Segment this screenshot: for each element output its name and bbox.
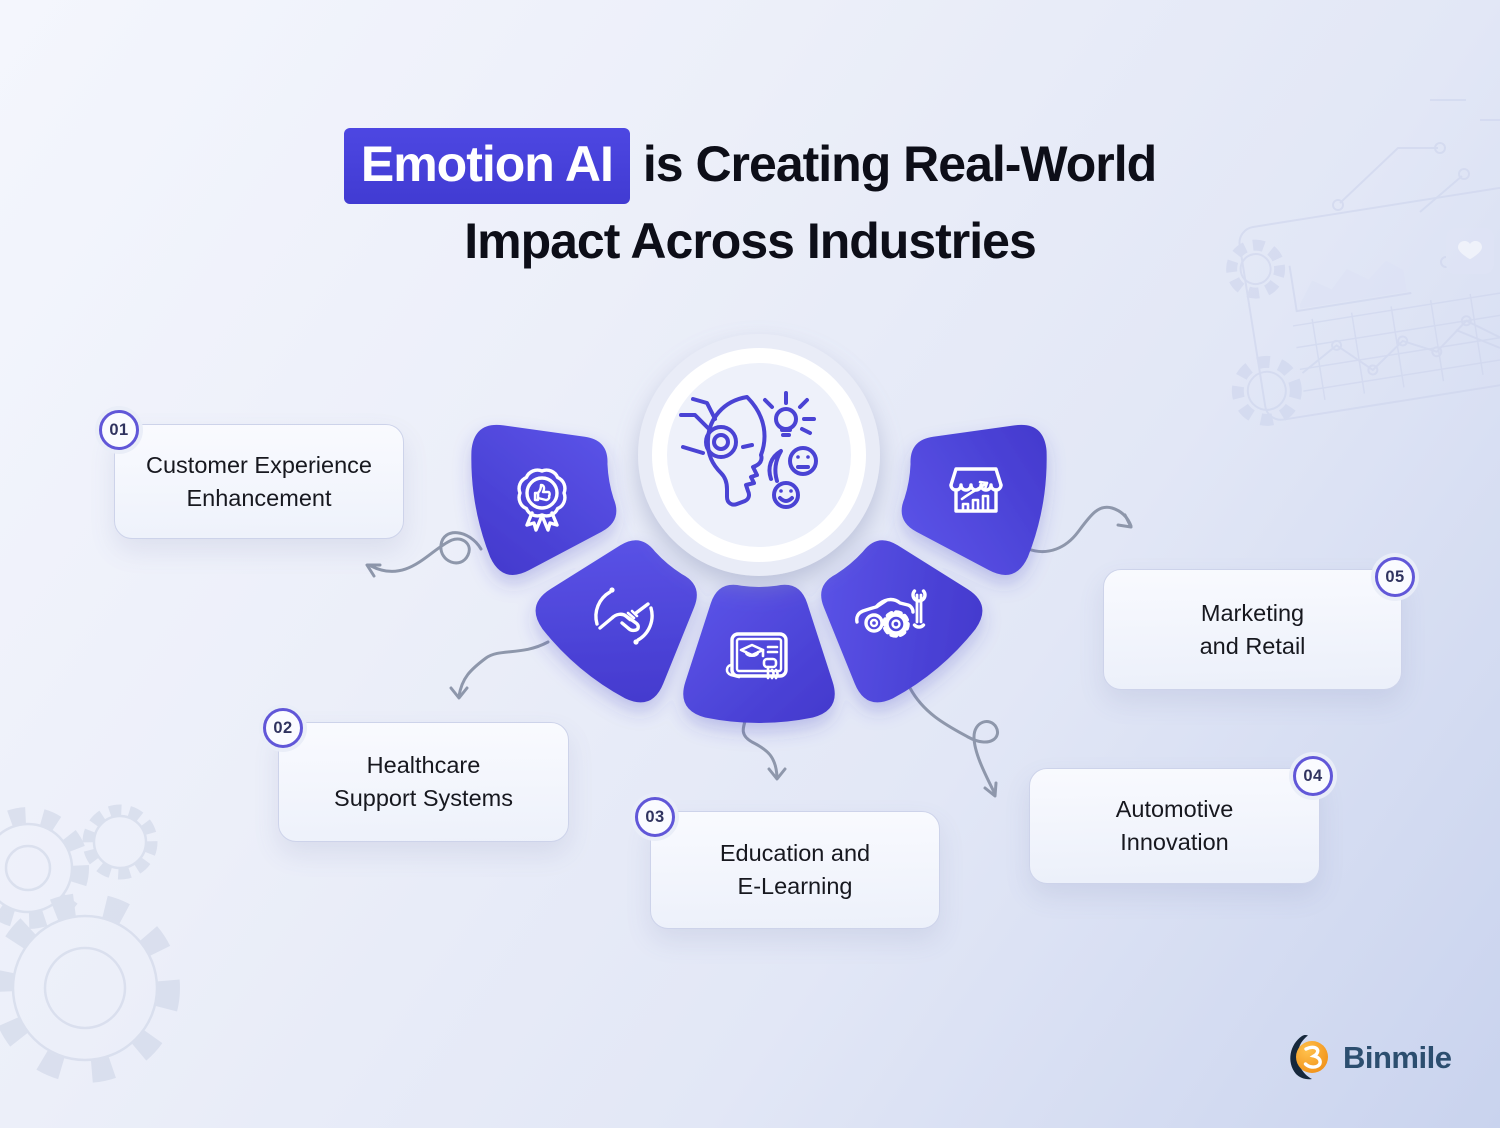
binmile-logo-mark [1290,1034,1328,1080]
binmile-logo-text: Binmile [1343,1040,1452,1075]
arrow-to-card-03 [741,710,787,781]
arrow-to-card-01 [365,531,483,578]
title-highlight: Emotion AI [343,128,630,204]
badge-number-02: 02 [263,708,303,748]
title-rest: is Creating Real-World [642,136,1157,192]
card-education: 03 Education and E-Learning [635,797,940,929]
card-marketing: 05 Marketing and Retail [1103,557,1415,690]
analytics-dashboard-watermark [1226,99,1500,426]
card-healthcare: 02 Healthcare Support Systems [263,708,569,842]
elearning-tablet-icon [725,632,788,680]
handshake-icon [594,587,654,645]
arrow-to-card-02 [449,640,550,700]
card-label-line: Customer Experience [146,451,372,478]
arrow-to-card-05 [1026,505,1133,554]
card-label-line: Innovation [1120,829,1229,855]
car-service-icon [855,589,927,638]
emotion-ai-face-icon [679,391,818,509]
petal-marketing [893,406,1056,580]
badge-number-04: 04 [1293,756,1333,796]
arrow-to-card-04 [908,686,999,798]
card-label-line: Healthcare [366,752,481,778]
petal-education [683,584,835,723]
award-badge-icon [517,468,567,532]
badge-number-03: 03 [635,797,675,837]
card-label-line: Marketing [1200,599,1305,626]
binmile-logo: Binmile [1286,1034,1452,1082]
card-label-line: E-Learning [737,873,853,899]
badge-number-01: 01 [99,410,139,450]
card-label-line: Enhancement [186,484,332,511]
card-label-line: Education and [719,840,871,866]
card-automotive: 04 Automotive Innovation [1029,756,1333,884]
card-label-line: and Retail [1199,632,1306,659]
gears-watermark [0,804,180,1083]
storefront-growth-icon [949,467,1003,513]
card-customer-experience: 01 Customer Experience Enhancement [99,410,404,539]
card-label-line: Support Systems [334,785,513,811]
card-label-line: Automotive [1115,796,1234,822]
title-line-2: Impact Across Industries [464,213,1037,269]
badge-number-05: 05 [1375,557,1415,597]
